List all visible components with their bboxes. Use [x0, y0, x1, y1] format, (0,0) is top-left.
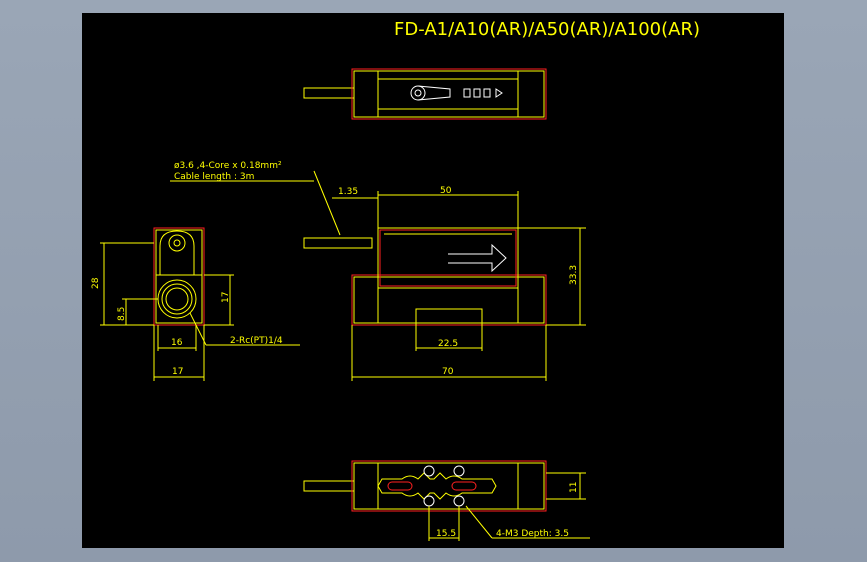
- dim-mount-screws: 4-M3 Depth: 3.5: [496, 529, 569, 539]
- technical-drawing: FD-A1/A10(AR)/A50(AR)/A100(AR): [91, 19, 700, 541]
- dim-cable-offset: 1.35: [338, 187, 358, 197]
- bottom-view: [303, 460, 590, 541]
- dim-side-height: 28: [91, 277, 101, 289]
- top-view: [303, 68, 547, 120]
- cable-note-line2: Cable length : 3m: [174, 172, 254, 182]
- drawing-title: FD-A1/A10(AR)/A50(AR)/A100(AR): [394, 19, 700, 40]
- dim-bottom-height: 11: [569, 482, 579, 493]
- dim-side-16: 16: [171, 338, 183, 348]
- dim-side-17-vertical: 17: [221, 292, 231, 303]
- dim-height-33-3: 33.3: [569, 265, 579, 285]
- front-view: [170, 170, 586, 381]
- dim-side-17: 17: [172, 367, 183, 377]
- dim-overall-length: 70: [442, 367, 454, 377]
- dim-port-width: 22.5: [438, 339, 458, 349]
- side-view: [100, 227, 300, 381]
- cad-viewport[interactable]: FD-A1/A10(AR)/A50(AR)/A100(AR): [82, 13, 784, 548]
- cable-note-line1: ø3.6 ,4-Core x 0.18mm²: [174, 161, 282, 171]
- dim-length-50: 50: [440, 186, 452, 196]
- dim-mount-spacing: 15.5: [436, 529, 456, 539]
- dim-port-thread: 2-Rc(PT)1/4: [230, 336, 283, 346]
- dim-port-center: 8.5: [117, 307, 127, 321]
